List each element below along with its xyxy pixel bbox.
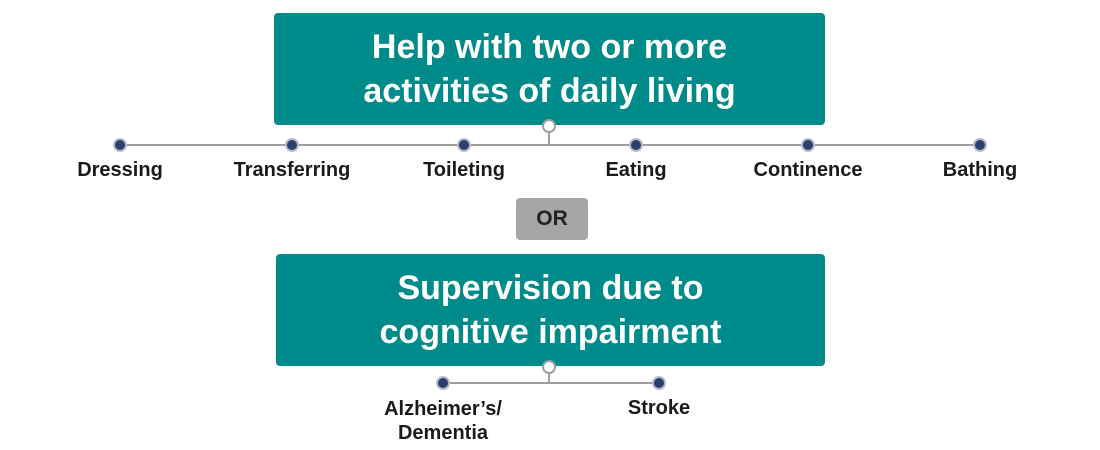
adl-help-title-line1: Help with two or more (371, 28, 728, 66)
adl-label-eating: Eating (605, 159, 667, 181)
adl-label-continence: Continence (753, 159, 863, 181)
cognitive-node-stroke (654, 378, 664, 388)
adl-node-eating (631, 140, 641, 150)
adl-help-title-line2: activities of daily living (363, 72, 736, 110)
cognitive-timeline (443, 382, 659, 384)
adl-label-transferring: Transferring (233, 159, 351, 181)
adl-label-bathing: Bathing (942, 159, 1018, 181)
adl-label-dressing: Dressing (77, 159, 163, 181)
alzheimers-line2: Dementia (397, 422, 489, 444)
cognitive-label-alzheimers: Alzheimer’s/ Dementia (384, 397, 502, 445)
cognitive-title-line1: Supervision due to (397, 269, 704, 307)
bottom-box-connector (548, 366, 550, 383)
adl-node-transferring (287, 140, 297, 150)
adl-node-bathing (975, 140, 985, 150)
adl-help-box: Help with two or more activities of dail… (274, 13, 825, 125)
cognitive-supervision-box: Supervision due to cognitive impairment (276, 254, 825, 366)
alzheimers-line1: Alzheimer’s/ (384, 398, 502, 420)
adl-timeline (120, 144, 982, 146)
adl-node-continence (803, 140, 813, 150)
adl-label-toileting: Toileting (423, 159, 505, 181)
bottom-hub (542, 360, 556, 374)
adl-node-toileting (459, 140, 469, 150)
or-badge: OR (516, 198, 588, 240)
top-box-connector (548, 125, 550, 145)
cognitive-node-alzheimers (438, 378, 448, 388)
cognitive-title-line2: cognitive impairment (379, 313, 722, 351)
top-hub (542, 119, 556, 133)
cognitive-label-stroke: Stroke (627, 397, 691, 419)
adl-node-dressing (115, 140, 125, 150)
